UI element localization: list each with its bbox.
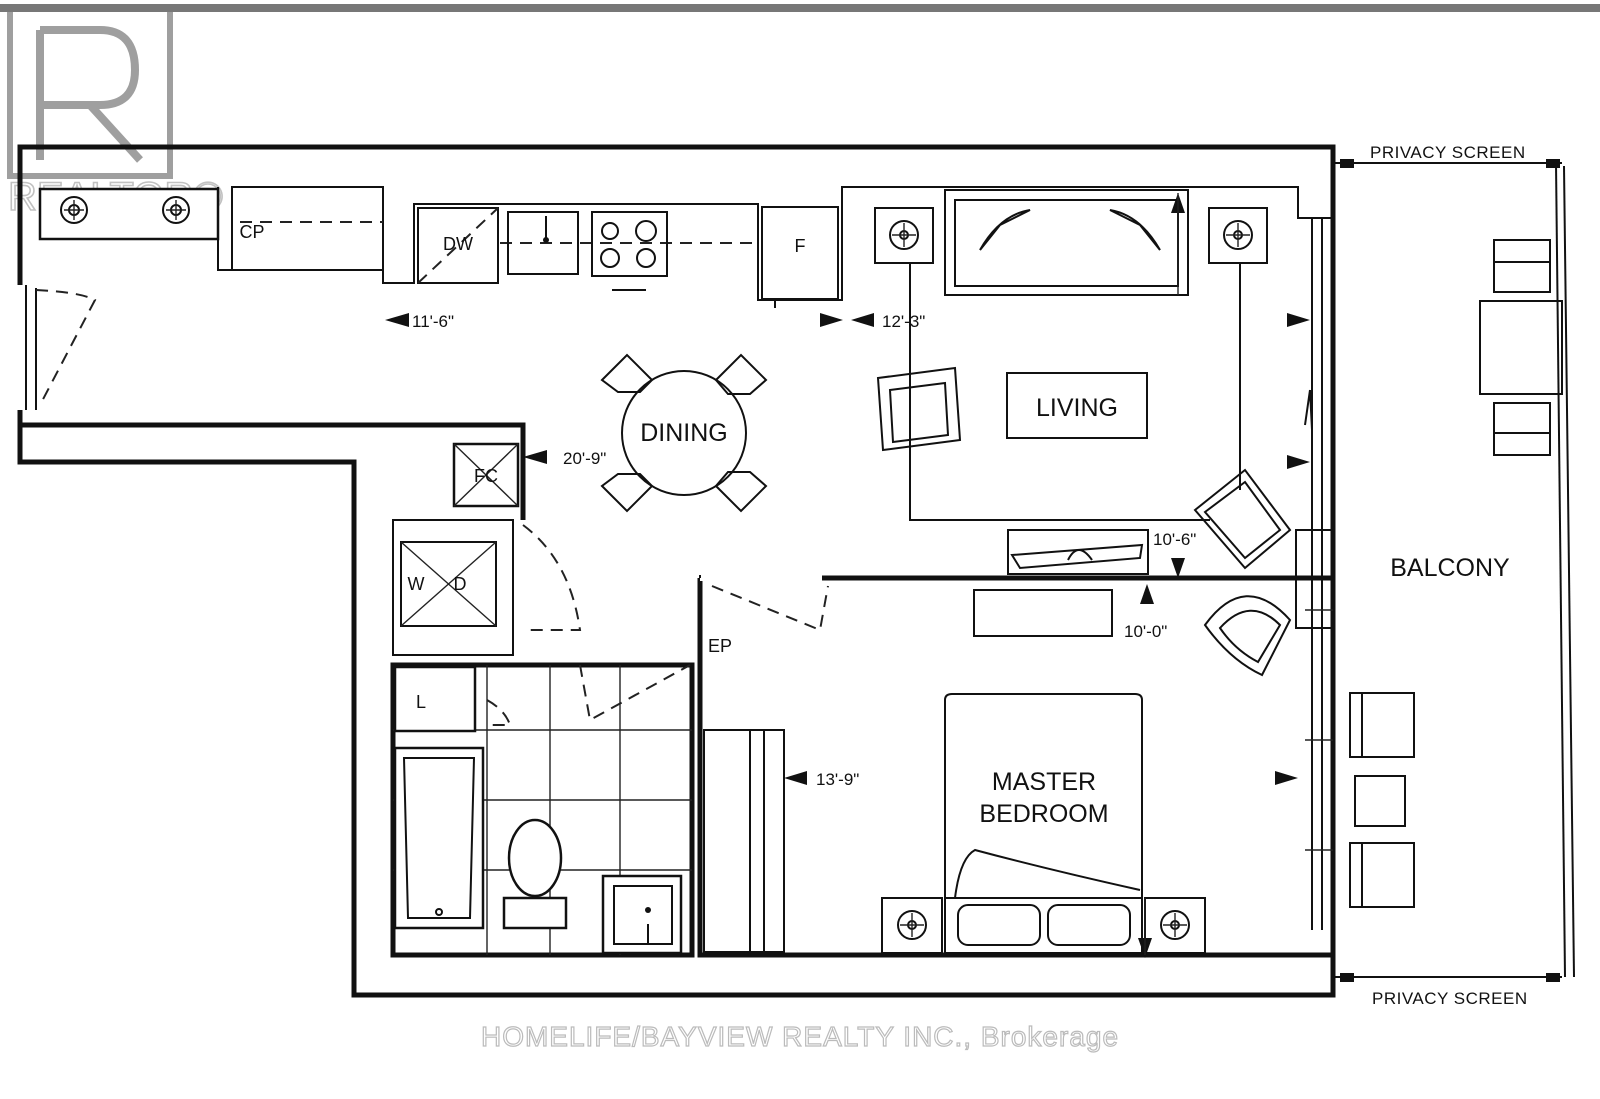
privacy-screen-bottom: PRIVACY SCREEN — [1372, 989, 1528, 1008]
bathroom-sink — [601, 874, 683, 955]
entry-door — [17, 285, 97, 410]
corridor-wall — [20, 422, 526, 520]
dining-set — [600, 353, 768, 513]
dishwasher — [417, 207, 499, 284]
w-label: W — [408, 574, 425, 594]
living-rug — [909, 262, 1241, 521]
dimension-arrow — [784, 771, 807, 785]
window-wall — [1295, 218, 1334, 930]
entry-closet — [38, 187, 220, 241]
dimension-arrow — [523, 450, 547, 464]
dimension-13-9: 13'-9" — [816, 770, 859, 789]
dimension-arrow — [1287, 455, 1310, 469]
dimension-arrow — [1140, 584, 1154, 604]
kitchen-counter — [217, 186, 1333, 301]
realtor-logo: REALTOR® — [7, 5, 224, 220]
master-label-line2: BEDROOM — [979, 800, 1108, 828]
outer-wall — [17, 144, 1336, 998]
l-label: L — [416, 692, 426, 712]
nightstand-lamp-icon — [1144, 897, 1206, 954]
dresser — [973, 589, 1113, 637]
living-label: LIVING — [1036, 394, 1118, 422]
coffee-table — [1006, 372, 1148, 439]
balcony-label: BALCONY — [1390, 554, 1510, 582]
dimension-arrow — [851, 313, 874, 327]
bedroom-door — [711, 585, 829, 632]
fan-coil: FC — [452, 442, 520, 508]
lamp-icon — [1208, 207, 1268, 264]
toilet — [502, 818, 568, 930]
f-label: F — [795, 236, 806, 256]
master-label-line1: MASTER — [992, 768, 1096, 796]
bathroom-wall — [390, 662, 695, 958]
dimension-arrow — [1275, 771, 1298, 785]
privacy-screen-top: PRIVACY SCREEN — [1370, 143, 1526, 162]
bedroom-chair — [1203, 595, 1292, 677]
cooktop — [591, 211, 668, 277]
dimension-10-6: 10'-6" — [1153, 530, 1196, 549]
bathtub — [393, 746, 485, 930]
dimension-12-3: 12'-3" — [882, 312, 925, 331]
nightstand-lamp-icon — [881, 897, 943, 954]
dimension-arrow — [1287, 313, 1310, 327]
bath-door — [579, 664, 691, 722]
bed — [944, 693, 1143, 954]
dimension-arrow — [385, 313, 409, 327]
dimension-arrow — [1171, 558, 1185, 578]
dimension-arrow — [820, 313, 843, 327]
kitchen-sink — [507, 211, 579, 275]
dimension-20-9: 20'-9" — [563, 449, 606, 468]
ep-label: EP — [708, 636, 732, 656]
cp-label: CP — [239, 222, 264, 242]
balcony-railing — [1333, 159, 1575, 982]
light-fixture-icon — [162, 196, 190, 224]
light-fixture-icon — [60, 196, 88, 224]
tv-console — [1007, 529, 1149, 575]
dining-label: DINING — [640, 419, 728, 447]
sofa — [944, 189, 1189, 296]
dw-label: DW — [443, 234, 473, 254]
d-label: D — [454, 574, 467, 594]
fridge — [761, 206, 839, 300]
armchair — [876, 366, 962, 452]
dimension-11-6: 11'-6" — [412, 312, 454, 331]
bedroom-closet — [703, 729, 785, 953]
lamp-icon — [874, 207, 934, 264]
linen-closet — [393, 665, 477, 733]
balcony-dining-set — [1479, 239, 1563, 456]
fc-label: FC — [474, 466, 498, 486]
dimension-10-0: 10'-0" — [1124, 622, 1167, 641]
brokerage-watermark: HOMELIFE/BAYVIEW REALTY INC., Brokerage — [481, 1021, 1119, 1052]
balcony-lounge-set — [1349, 692, 1415, 908]
armchair — [1193, 468, 1292, 570]
washer-dryer: W D — [392, 519, 582, 656]
